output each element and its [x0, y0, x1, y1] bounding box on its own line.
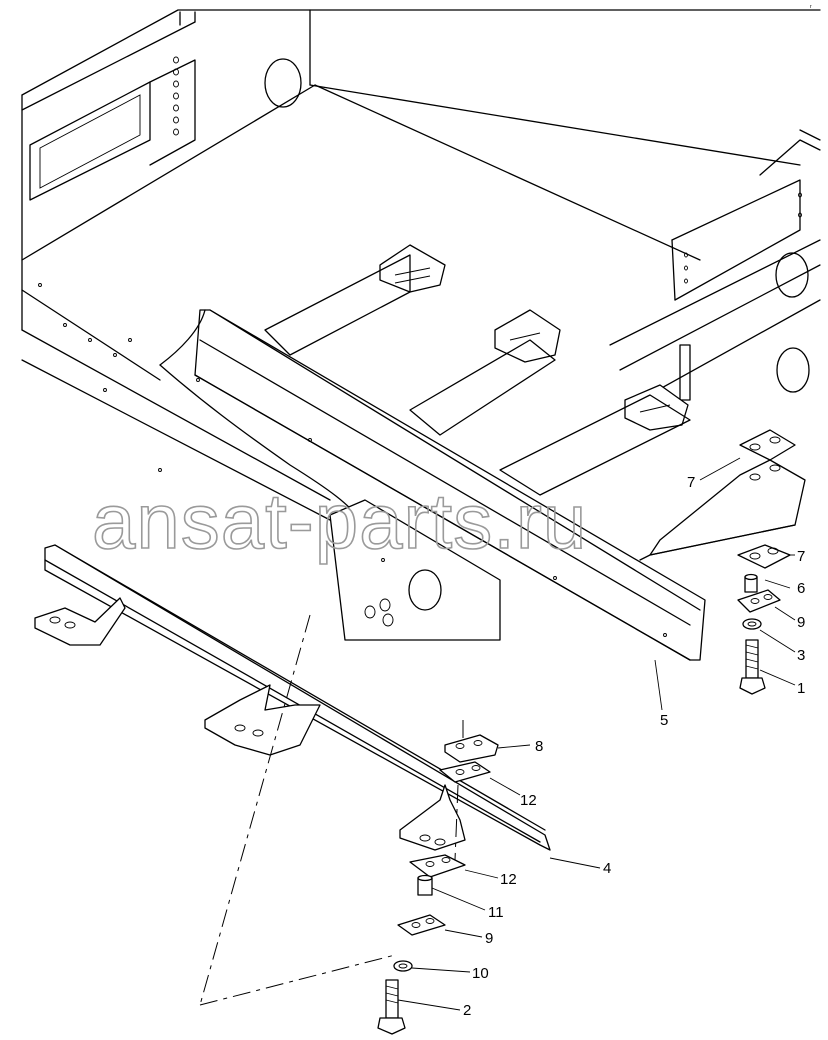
watermark-text: ansat-parts.ru — [92, 477, 587, 565]
callout-5: 5 — [660, 712, 668, 729]
callout-10: 10 — [472, 965, 489, 982]
callout-12a: 12 — [520, 792, 537, 809]
callout-7b: 7 — [797, 548, 805, 565]
callout-3: 3 — [797, 647, 805, 664]
callout-1: 1 — [797, 680, 805, 697]
corner-mark: r — [810, 4, 812, 10]
callout-6: 6 — [797, 580, 805, 597]
right-support-bracket — [639, 429, 806, 561]
part-5-main-rail — [159, 309, 706, 661]
cross-beams — [264, 244, 691, 496]
callouts: 1 2 3 4 5 6 7 7 8 9 9 10 11 12 12 r — [463, 4, 812, 1019]
callout-11: 11 — [488, 904, 504, 921]
chassis-frame — [21, 9, 821, 521]
callout-4: 4 — [603, 860, 611, 877]
assembly-centerlines — [199, 614, 464, 1006]
callout-9a: 9 — [797, 614, 805, 631]
part-4-lower-rail — [34, 544, 551, 851]
callout-2: 2 — [463, 1002, 471, 1019]
callout-9b: 9 — [485, 930, 493, 947]
center-bracket — [329, 499, 501, 641]
callout-7a: 7 — [687, 474, 695, 491]
callout-8: 8 — [535, 738, 543, 755]
leader-lines — [397, 457, 796, 1011]
lower-fastener-stack — [377, 734, 499, 1035]
right-fastener-stack — [737, 544, 791, 695]
callout-12b: 12 — [500, 871, 517, 888]
